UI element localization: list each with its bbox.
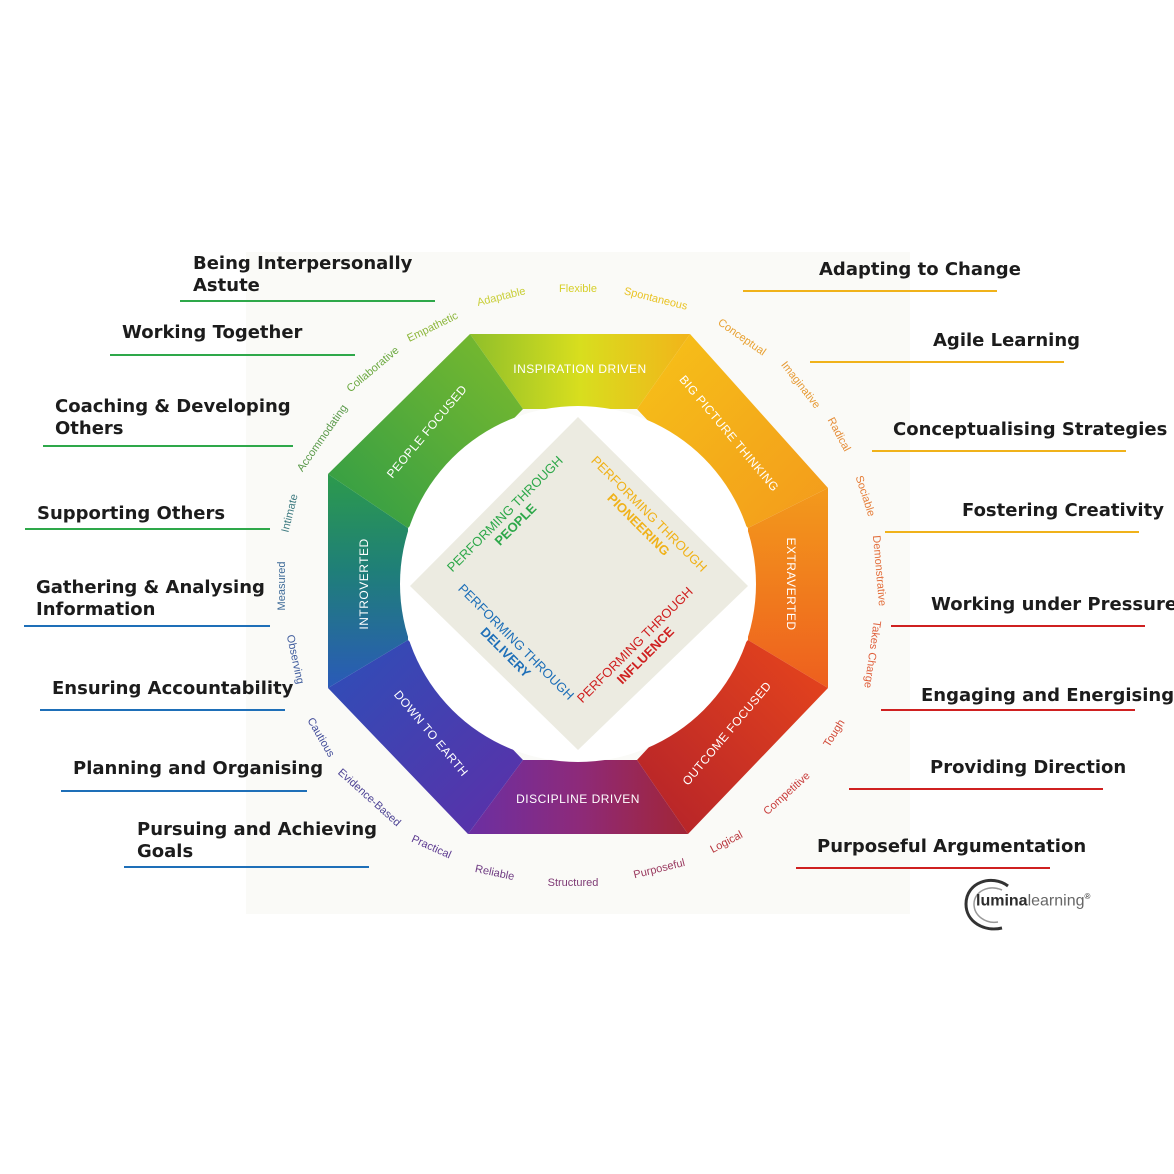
segment-introverted [328,474,408,688]
competency-line: Others [55,418,124,439]
competency-line: Engaging and Energising [921,685,1174,706]
center-diamond [410,417,748,750]
underline-red [891,625,1145,627]
underline-green [43,445,293,447]
trait-flexible: Flexible [559,283,597,295]
competency-line: Goals [137,841,194,862]
logo-light-text: learning [1027,892,1085,910]
lumina-learning-logo: luminalearning® [962,876,1094,932]
competency-line: Agile Learning [933,330,1081,351]
competency-line: Adapting to Change [819,259,1021,280]
underline-red [881,709,1135,711]
competency-line: Planning and Organising [73,758,324,779]
label-extraverted: EXTRAVERTED [784,537,798,630]
competency-gathering-analysing: Gathering & Analysing Information [36,577,265,621]
underline-yellow [872,450,1126,452]
underline-yellow [743,290,997,292]
label-introverted: INTROVERTED [357,538,371,629]
logo-wordmark: luminalearning® [976,892,1090,910]
logo-registered-mark: ® [1084,892,1091,901]
competency-pursuing-achieving: Pursuing and Achieving Goals [137,819,377,863]
competency-supporting-others: Supporting Others [37,503,225,525]
competency-ensuring-accountability: Ensuring Accountability [52,678,293,700]
underline-yellow [885,531,1139,533]
competency-line: Working under Pressure [931,594,1174,615]
competency-conceptualising-strategies: Conceptualising Strategies [893,419,1167,441]
competency-line: Purposeful Argumentation [817,836,1087,857]
underline-blue [124,866,369,868]
competency-fostering-creativity: Fostering Creativity [962,500,1164,522]
segment-big-picture-thinking [637,334,828,528]
competency-providing-direction: Providing Direction [930,757,1126,779]
competency-line: Conceptualising Strategies [893,419,1168,440]
underline-blue [40,709,285,711]
segment-outcome-focused [637,640,828,834]
logo-bold-text: lumina [976,892,1028,910]
underline-green [110,354,355,356]
competency-line: Providing Direction [930,757,1127,778]
competency-working-together: Working Together [122,322,302,344]
competency-purposeful-argumentation: Purposeful Argumentation [817,836,1086,858]
competency-line: Ensuring Accountability [52,678,294,699]
logo-swirl-icon [964,878,1009,931]
competency-being-interpersonally-astute: Being Interpersonally Astute [193,253,412,297]
competency-line: Pursuing and Achieving [137,819,378,840]
competency-line: Supporting Others [37,503,226,524]
competency-planning-organising: Planning and Organising [73,758,323,780]
trait-measured: Measured [276,562,288,611]
segment-extraverted [748,488,828,688]
competency-line: Information [36,599,156,620]
segment-down-to-earth [328,640,523,834]
competency-line: Being Interpersonally [193,253,413,274]
competency-line: Gathering & Analysing [36,577,265,598]
competency-coaching-developing: Coaching & Developing Others [55,396,291,440]
competency-line: Astute [193,275,260,296]
competency-engaging-energising: Engaging and Energising [921,685,1174,707]
label-discipline-driven: DISCIPLINE DRIVEN [516,792,640,806]
trait-structured: Structured [548,877,599,889]
competency-line: Working Together [122,322,303,343]
segment-people-focused [328,334,523,528]
competency-working-under-pressure: Working under Pressure [931,594,1174,616]
underline-blue [24,625,270,627]
competency-agile-learning: Agile Learning [933,330,1080,352]
competency-line: Fostering Creativity [962,500,1164,521]
underline-red [849,788,1103,790]
underline-yellow [810,361,1064,363]
segment-inspiration-driven [470,334,690,409]
label-inspiration-driven: INSPIRATION DRIVEN [513,362,646,376]
competency-adapting-to-change: Adapting to Change [819,259,1021,281]
segment-discipline-driven [468,760,688,834]
underline-green [25,528,270,530]
underline-blue [61,790,307,792]
underline-green [180,300,435,302]
competency-line: Coaching & Developing [55,396,291,417]
underline-red [796,867,1050,869]
